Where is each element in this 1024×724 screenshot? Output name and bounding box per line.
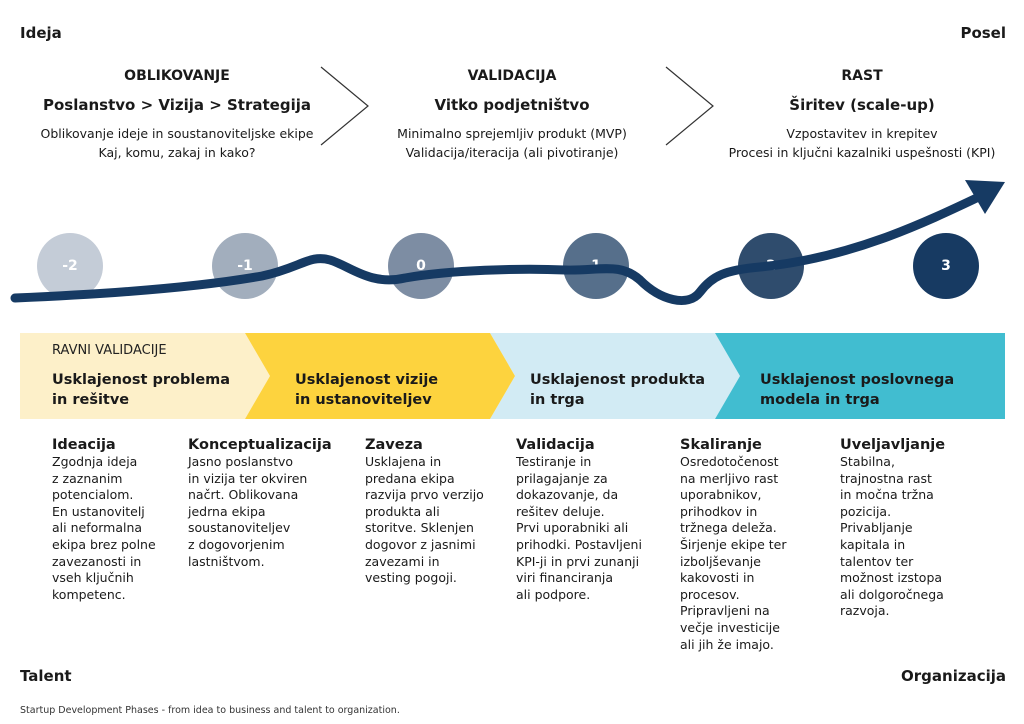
step-title: Uveljavljanje <box>840 437 946 453</box>
phase-subtitle: Vitko podjetništvo <box>434 96 590 114</box>
caption: Startup Development Phases - from idea t… <box>20 705 400 716</box>
validation-level-4: Usklajenost poslovnega modela in trga <box>760 372 955 408</box>
band-3 <box>490 333 740 419</box>
step-title: Zaveza <box>365 437 423 453</box>
label-posel: Posel <box>960 24 1006 42</box>
step-text: Jasno poslanstvo in vizija ter okviren n… <box>188 454 308 569</box>
step-text: Usklajena in predana ekipa razvija prvo … <box>365 454 484 586</box>
validation-level-2: Usklajenost vizije in ustanoviteljev <box>295 372 439 408</box>
step-text: Zgodnja ideja z zaznanim potencialom. En… <box>52 454 156 602</box>
step-title: Skaliranje <box>680 437 762 453</box>
band-4 <box>715 333 1005 419</box>
stage-circle: 3 <box>913 233 979 299</box>
phase-desc: Minimalno sprejemljiv produkt (MVP) Vali… <box>397 126 627 160</box>
phase-desc: Oblikovanje ideje in soustanoviteljske e… <box>40 126 314 160</box>
step-title: Validacija <box>516 437 595 453</box>
phase-title: RAST <box>841 68 883 84</box>
stage-circle: 0 <box>388 233 454 299</box>
phase-desc: Vzpostavitev in krepitev Procesi in klju… <box>728 126 996 160</box>
label-talent: Talent <box>20 667 72 685</box>
validation-heading: RAVNI VALIDACIJE <box>52 343 167 358</box>
phase-title: OBLIKOVANJE <box>124 68 230 84</box>
phase-subtitle: Poslanstvo > Vizija > Strategija <box>43 96 311 114</box>
validation-level-1: Usklajenost problema in rešitve <box>52 372 231 408</box>
step-title: Ideacija <box>52 437 116 453</box>
step-text: Stabilna, trajnostna rast in močna tržna… <box>840 454 944 619</box>
stage-circle: -2 <box>37 233 103 299</box>
phase-subtitle: Širitev (scale-up) <box>789 96 935 114</box>
phase-oblikovanje: OBLIKOVANJE Poslanstvo > Vizija > Strate… <box>7 66 347 162</box>
growth-line <box>10 189 990 305</box>
arrow-head-icon <box>965 180 1005 214</box>
chevron-divider-1 <box>320 66 369 146</box>
phase-rast: RAST Širitev (scale-up) Vzpostavitev in … <box>692 66 1024 162</box>
label-ideja: Ideja <box>20 24 62 42</box>
stage-circle: -1 <box>212 233 278 299</box>
step-title: Konceptualizacija <box>188 437 332 453</box>
phase-title: VALIDACIJA <box>467 68 557 84</box>
step-text: Osredotočenost na merljivo rast uporabni… <box>680 454 787 652</box>
label-organizacija: Organizacija <box>901 667 1006 685</box>
chevron-divider-2 <box>665 66 714 146</box>
step-text: Testiranje in prilagajanje za dokazovanj… <box>516 454 642 602</box>
phase-validacija: VALIDACIJA Vitko podjetništvo Minimalno … <box>342 66 682 162</box>
band-2 <box>245 333 515 419</box>
validation-level-3: Usklajenost produkta in trga <box>530 372 706 408</box>
band-1 <box>20 333 270 419</box>
